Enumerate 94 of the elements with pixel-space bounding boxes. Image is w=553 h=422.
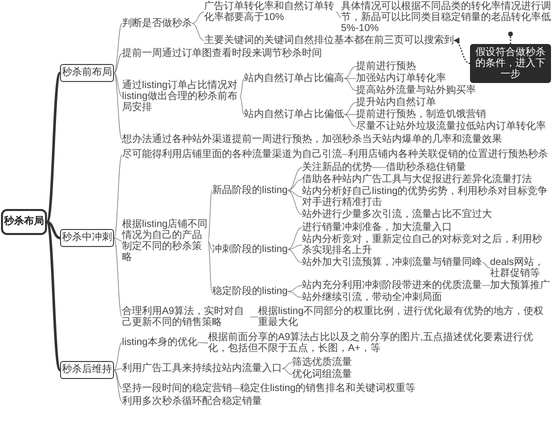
connector-line <box>372 167 386 168</box>
connector-line <box>344 114 356 127</box>
topic-text: 提升站内自然订单 <box>356 97 436 108</box>
connector-line <box>208 240 212 250</box>
connector-line <box>344 102 356 115</box>
connector-line <box>250 316 258 318</box>
connector-line <box>482 262 490 268</box>
topic-text: 通过listing订单占比情况对listing做出合理的秒杀前布局安排 <box>122 80 240 113</box>
connector-line <box>482 285 490 286</box>
topic-text: 加强站内订单转化率 <box>356 73 446 84</box>
topic-text: 利用多次秒杀循环配合稳定销量 <box>122 396 262 407</box>
topic-text: 尽量不让站外垃圾流量拉低站内订单转化率 <box>356 121 546 132</box>
connector-line <box>114 370 122 389</box>
central-topic-box: 秒杀布局 <box>1 209 47 235</box>
connector-line <box>46 221 62 371</box>
main-topic-box: 秒杀前布局 <box>60 64 114 82</box>
connector-line <box>287 227 302 250</box>
connector-line <box>282 362 292 369</box>
topic-text: 站内自然订单占比偏低 <box>244 109 344 120</box>
topic-text: 提前进行预热 <box>356 61 416 72</box>
connector-line <box>344 66 356 79</box>
connector-line <box>208 240 212 292</box>
topic-text: 广告订单转化率和自然订单转化率都要高于10% <box>204 1 336 23</box>
topic-text: 根据listing不同部分的权重比例，进行优化最有优势的地方，使权重最大化 <box>258 306 551 328</box>
topic-text: 站内分析好自己listing的优势劣势，利用秒杀对目标竞争对手进行精准打击 <box>302 186 551 208</box>
topic-text: 利用广告工具来持续拉站内流量入口 <box>122 363 282 374</box>
topic-text: 判断是否做秒杀 <box>122 18 192 29</box>
topic-text: 提前进行预热，制造饥饿营销 <box>356 109 486 120</box>
connector-line <box>114 370 122 402</box>
connector-line <box>232 388 240 389</box>
connector-line <box>192 23 204 41</box>
connector-line <box>240 78 244 97</box>
connector-line <box>114 238 122 318</box>
connector-line <box>114 72 122 140</box>
topic-text: 具体情况可以根据不同品类的转化率情况进行调节，新品可以比同类目稳定销量的老品转化率低5%-10% <box>341 1 551 34</box>
connector-line <box>287 167 302 191</box>
connector-line <box>287 244 302 250</box>
connector-line <box>114 238 122 242</box>
topic-text: 站外进行少量多次引流，流量占比不宜过大 <box>302 209 492 220</box>
topic-text: 加大预算推广 <box>490 280 550 291</box>
connector-line <box>114 368 122 370</box>
main-topic-box: 秒杀后维持 <box>60 361 114 379</box>
topic-text: 稳定阶段的listing <box>212 286 288 297</box>
topic-text: 提高站外流量与站外购买率 <box>356 85 476 96</box>
connector-line <box>287 285 302 292</box>
topic-text: 冲刺阶段的listing <box>212 244 288 255</box>
connector-line <box>344 114 356 115</box>
connector-line <box>287 291 302 298</box>
topic-text: 坚持一段时间的稳定营销 <box>122 383 232 394</box>
topic-text: 关注新品的优势 <box>302 162 372 173</box>
connector-line <box>197 342 208 344</box>
connector-line <box>336 12 342 18</box>
topic-text: 根据listing店铺不同情况为自己的产品制定不同的秒杀策略 <box>122 219 208 263</box>
connector-line <box>46 72 62 223</box>
connector-line <box>114 342 122 370</box>
topic-text: 根据前面分享的A9算法占比以及之前分享的图片,五点描述优化要素进行优化，包括但不限于五点，长图，A+，等 <box>208 332 551 354</box>
connector-line <box>240 96 244 115</box>
topic-text: listing本身的优化 <box>122 337 198 348</box>
topic-text: 筛选优质流量 <box>292 357 352 368</box>
connector-line <box>342 154 348 155</box>
connector-line <box>114 23 122 74</box>
topic-text: 借助秒杀稳住销量 <box>386 162 466 173</box>
topic-text: 尽可能得利用店铺里面的各种流量渠道为自己引流 <box>122 149 342 160</box>
topic-text: 利用店铺内各种关联促销的位置进行预热秒杀 <box>348 149 548 160</box>
topic-text: 主要关键词的关键词自然排位基本都在前三页可以搜索到 <box>204 35 454 46</box>
connector-line <box>287 179 302 191</box>
topic-text: 站外继续引流，带动全冲刺局面 <box>302 292 442 303</box>
main-topic-box: 秒杀中冲刺 <box>60 229 114 247</box>
arrow <box>453 38 470 64</box>
topic-text: 站内自然订单占比偏高 <box>244 73 344 84</box>
connector-line <box>114 53 122 74</box>
connector-line <box>287 190 302 198</box>
topic-text: 合理利用A9算法，实时对自己更新不同的销售策略 <box>122 306 250 328</box>
topic-text: 进行销量冲刺准备，加大流量入口 <box>302 222 452 233</box>
topic-text: 优化词组流量 <box>292 369 352 380</box>
topic-text: deals网站，社群促销等 <box>490 257 551 279</box>
connector-line <box>282 368 292 375</box>
connector-line <box>208 190 212 242</box>
topic-text: 借助各种站内广告工具与大促报进行差异化流量打法 <box>302 174 532 185</box>
topic-text: 站内充分利用冲刺阶段带进来的优质流量 <box>302 280 482 291</box>
topic-text: 提前一周通过订单图查看时段来调节秒杀时间 <box>122 48 322 59</box>
topic-text: 稳定住listing的销售排名和关键词权重等 <box>240 383 416 394</box>
connector-line <box>114 154 122 238</box>
topic-text: 站外加大引流预算，冲刺流量与销量同峰 <box>302 257 482 268</box>
connector-line <box>192 12 204 24</box>
callout-box: 假设符合做秒杀的条件，进入下一步 <box>470 44 551 83</box>
topic-text: 新品阶段的listing <box>212 185 288 196</box>
connector-line <box>287 190 302 215</box>
connector-line <box>114 72 122 97</box>
connector-line <box>287 249 302 263</box>
connector-line <box>46 220 60 240</box>
connector-line <box>344 78 356 79</box>
connector-line <box>344 78 356 91</box>
topic-text: 想办法通过各种站外渠道提前一周进行预热，加强秒杀当天站内爆单的几率和流量效果 <box>122 134 502 145</box>
